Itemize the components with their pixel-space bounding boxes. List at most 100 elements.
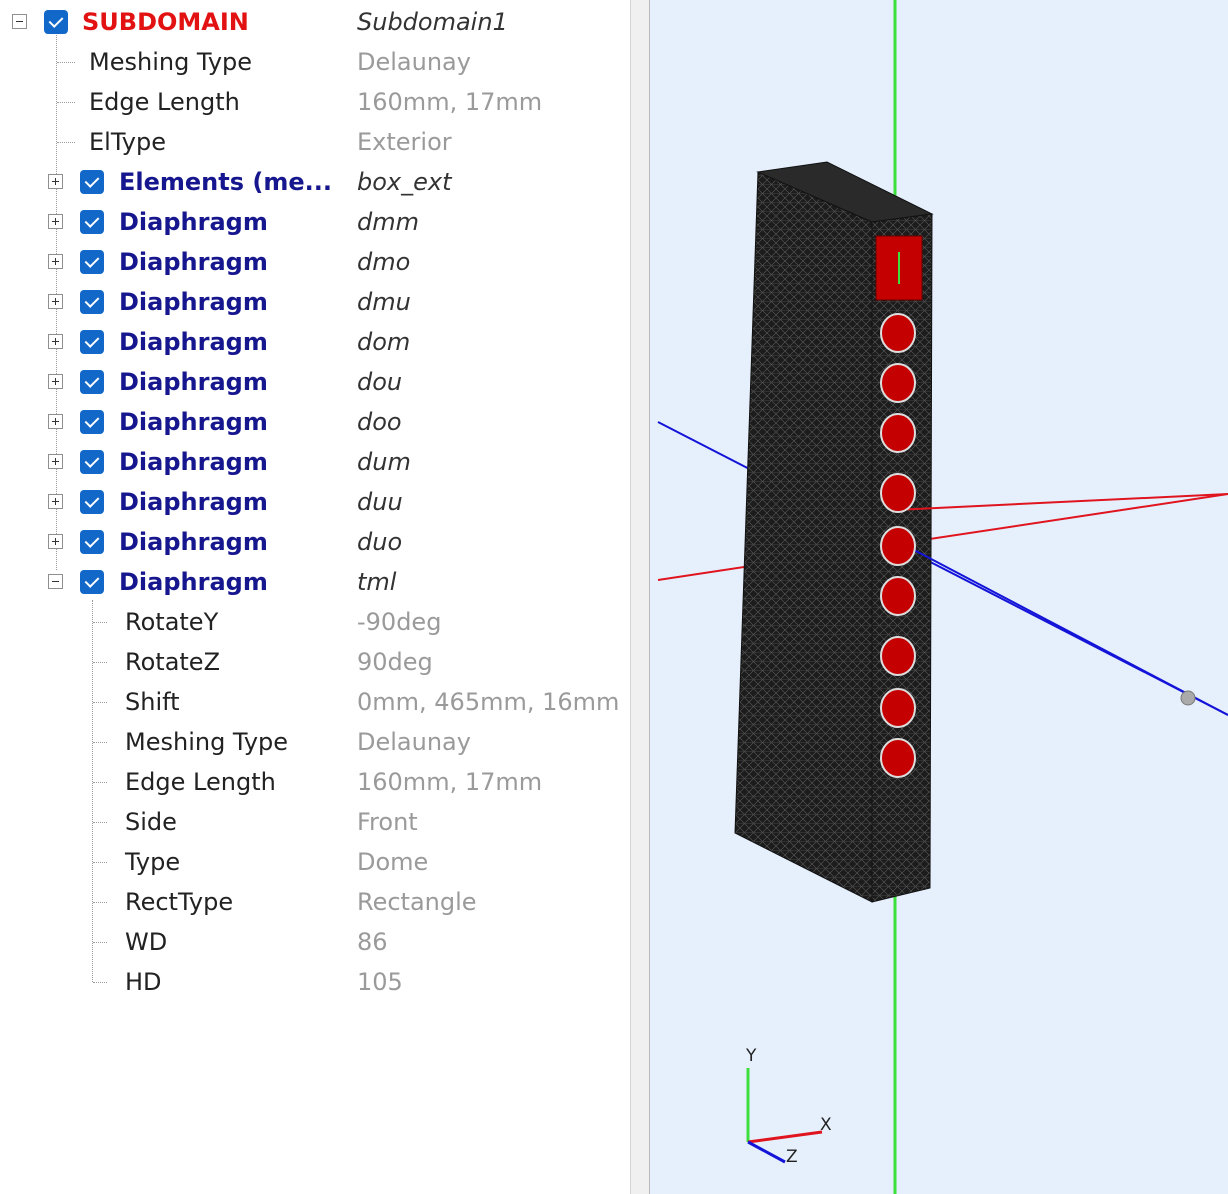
property-name: Edge Length [125,768,276,796]
tree-node-item[interactable]: Diaphragm dum [0,442,630,482]
node-label: Diaphragm [119,288,268,316]
tree-node-item[interactable]: Diaphragm duu [0,482,630,522]
tree-node-item[interactable]: Diaphragm dou [0,362,630,402]
node-label: Diaphragm [119,568,268,596]
property-row[interactable]: RotateY -90deg [0,602,630,642]
checkbox-checked-icon[interactable] [80,570,104,594]
property-row[interactable]: HD 105 [0,962,630,1002]
tree-node-subdomain[interactable]: SUBDOMAIN Subdomain1 [0,2,630,42]
tree-branch [93,942,107,943]
round-driver [880,363,916,403]
property-row[interactable]: Meshing Type Delaunay [0,42,630,82]
property-row[interactable]: WD 86 [0,922,630,962]
property-name: Meshing Type [89,48,253,76]
property-row[interactable]: Type Dome [0,842,630,882]
tree-branch [93,902,107,903]
tree-node-item[interactable]: Elements (me... box_ext [0,162,630,202]
expand-icon[interactable] [48,414,63,429]
tree-branch [93,982,107,983]
scene-canvas [657,0,1228,1194]
x-axis-front [894,493,1228,511]
node-label: Diaphragm [119,368,268,396]
expand-icon[interactable] [48,254,63,269]
property-row[interactable]: RectType Rectangle [0,882,630,922]
expand-icon[interactable] [48,174,63,189]
round-drivers [880,313,916,778]
checkbox-checked-icon[interactable] [80,290,104,314]
tree-branch [57,102,75,103]
tree-node-item[interactable]: Diaphragm dom [0,322,630,362]
tree-node-item-expanded[interactable]: Diaphragm tml [0,562,630,602]
property-row[interactable]: Edge Length 160mm, 17mm [0,82,630,122]
expand-icon[interactable] [48,374,63,389]
property-name: Shift [125,688,180,716]
node-value: tml [357,568,397,596]
checkbox-checked-icon[interactable] [80,210,104,234]
tree-branch [93,822,107,823]
tree-branch [93,702,107,703]
node-value: dmu [357,288,411,316]
expand-icon[interactable] [48,534,63,549]
property-value: 105 [357,968,403,996]
expand-icon[interactable] [48,494,63,509]
node-label: Elements (me... [119,168,332,196]
property-name: ElType [89,128,166,156]
property-row[interactable]: Side Front [0,802,630,842]
checkbox-checked-icon[interactable] [80,450,104,474]
node-value: dmo [357,248,411,276]
collapse-icon[interactable] [12,14,27,29]
property-name: RectType [125,888,234,916]
expand-icon[interactable] [48,454,63,469]
node-label: SUBDOMAIN [82,8,249,36]
property-row[interactable]: Shift 0mm, 465mm, 16mm [0,682,630,722]
checkbox-checked-icon[interactable] [44,10,68,34]
checkbox-checked-icon[interactable] [80,530,104,554]
node-label: Diaphragm [119,208,268,236]
tree-node-item[interactable]: Diaphragm dmu [0,282,630,322]
checkbox-checked-icon[interactable] [80,410,104,434]
property-name: HD [125,968,162,996]
panel-splitter[interactable] [630,0,650,1194]
node-value: dum [357,448,411,476]
tree-branch [93,862,107,863]
tree-node-item[interactable]: Diaphragm doo [0,402,630,442]
tree-node-item[interactable]: Diaphragm duo [0,522,630,562]
checkbox-checked-icon[interactable] [80,490,104,514]
checkbox-checked-icon[interactable] [80,250,104,274]
property-name: RotateZ [125,648,221,676]
property-name: Side [125,808,177,836]
node-label: Diaphragm [119,248,268,276]
tree-line-tml [92,600,93,982]
property-value: Front [357,808,418,836]
round-driver [880,413,916,453]
property-name: Edge Length [89,88,240,116]
pivot-marker [1180,690,1196,706]
tree-branch [93,662,107,663]
expand-icon[interactable] [48,294,63,309]
property-value: Delaunay [357,48,471,76]
node-label: Diaphragm [119,448,268,476]
property-row[interactable]: Edge Length 160mm, 17mm [0,762,630,802]
project-tree[interactable]: SUBDOMAIN Subdomain1 Meshing Type Delaun… [0,0,630,1194]
checkbox-checked-icon[interactable] [80,370,104,394]
round-driver [880,738,916,778]
property-row[interactable]: Meshing Type Delaunay [0,722,630,762]
gizmo-z-axis [747,1140,786,1164]
tree-node-item[interactable]: Diaphragm dmo [0,242,630,282]
checkbox-checked-icon[interactable] [80,330,104,354]
expand-icon[interactable] [48,214,63,229]
3d-viewport[interactable]: Y X Z [650,0,1228,1194]
checkbox-checked-icon[interactable] [80,170,104,194]
property-value: Dome [357,848,429,876]
node-value: dom [357,328,411,356]
property-row[interactable]: RotateZ 90deg [0,642,630,682]
property-value: Exterior [357,128,452,156]
property-row[interactable]: ElType Exterior [0,122,630,162]
round-driver [880,313,916,353]
node-value: duu [357,488,403,516]
expand-icon[interactable] [48,334,63,349]
property-value: Rectangle [357,888,477,916]
tree-node-item[interactable]: Diaphragm dmm [0,202,630,242]
round-driver [880,576,916,616]
collapse-icon[interactable] [48,574,63,589]
